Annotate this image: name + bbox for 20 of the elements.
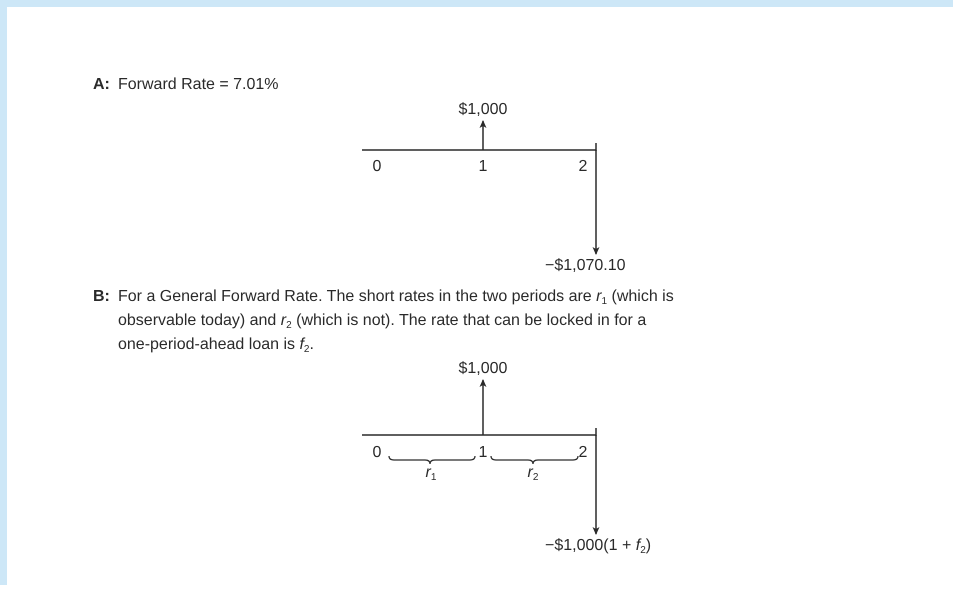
time-point: 0 [372, 157, 382, 176]
rate-symbol: r$_{1}$ [426, 463, 436, 485]
time-point: 1 [478, 443, 488, 462]
heading: Forward Rate = 7.01% [118, 75, 279, 94]
cash-flow-amount: $1,000 [458, 360, 508, 377]
cash-flow-arrow [592, 150, 600, 255]
time-point: 2 [578, 157, 588, 176]
cash-flow-arrow [480, 379, 486, 435]
description: For a General Forward Rate. The short rates in the two periods are r$_{1}$ (which is observable today) and r$_{2}$ (which is not). The rate that can be locked in for a one-period-ahead loan is f$_{2}$. [118, 287, 675, 357]
cash-flow-amount: $1,000 [458, 101, 508, 118]
cash-flow-amount: −$1,000(1 + f$_{2}$) [545, 537, 652, 554]
time-point: 0 [372, 443, 382, 462]
cash-flow-amount: −$1,070.10 [545, 257, 626, 274]
cash-flow-arrow [592, 435, 600, 535]
part-label: A: [93, 75, 110, 94]
time-point: 1 [478, 157, 488, 176]
time-point: 2 [578, 443, 588, 462]
cash-flow-arrow [480, 120, 486, 150]
rate-symbol: r$_{2}$ [528, 463, 538, 485]
part-label: B: [93, 287, 110, 306]
